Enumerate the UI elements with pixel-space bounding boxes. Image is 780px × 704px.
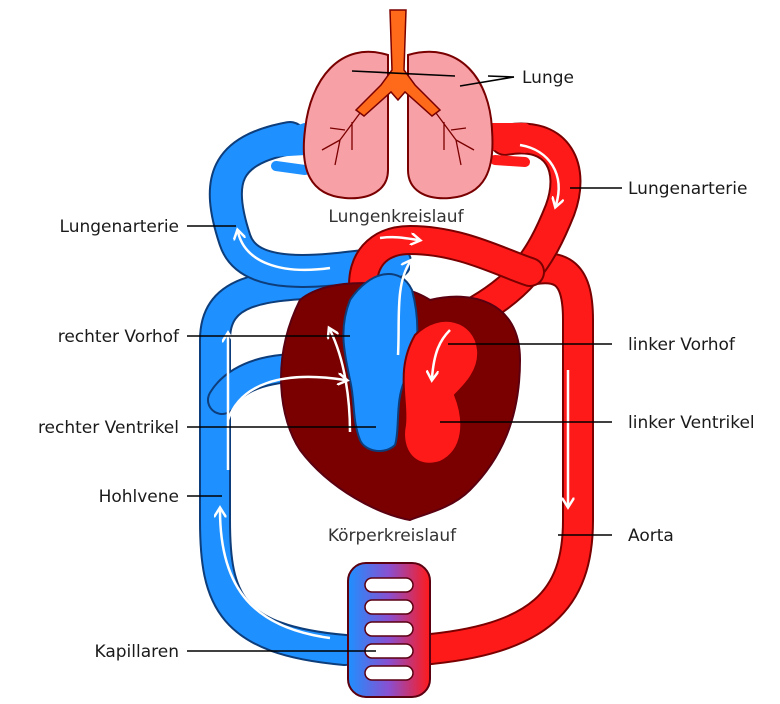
label-koerperkreislauf: Körperkreislauf: [328, 526, 457, 546]
label-linker-vorhof: linker Vorhof: [628, 335, 736, 355]
left-lung: [304, 52, 388, 198]
label-hohlvene: Hohlvene: [99, 487, 179, 507]
label-lungenarterie-right: Lungenarterie: [628, 179, 747, 199]
label-aorta: Aorta: [628, 526, 674, 546]
kapillaren-network: [348, 563, 430, 697]
label-lungenkreislauf: Lungenkreislauf: [328, 207, 464, 227]
label-lungenarterie-left: Lungenarterie: [60, 217, 179, 237]
heart: [281, 274, 520, 520]
label-linker-ventrikel: linker Ventrikel: [628, 413, 755, 433]
label-rechter-vorhof: rechter Vorhof: [58, 327, 180, 347]
lungs: [304, 10, 493, 198]
label-lunge: Lunge: [522, 68, 574, 88]
label-kapillaren: Kapillaren: [95, 642, 180, 662]
label-rechter-ventrikel: rechter Ventrikel: [38, 418, 179, 438]
